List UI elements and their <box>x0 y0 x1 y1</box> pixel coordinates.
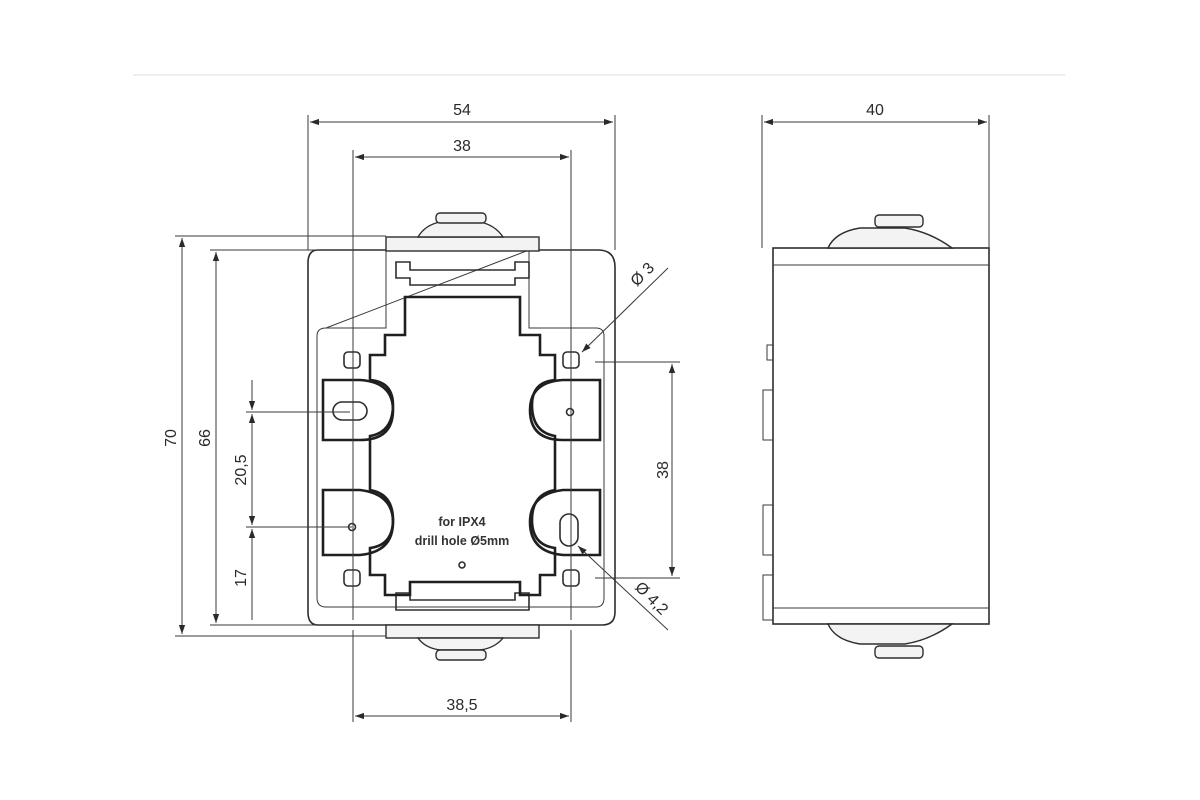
side-clips <box>762 344 773 621</box>
right-slot-hole <box>559 513 579 547</box>
side-bottom-gland <box>826 623 955 645</box>
side-top-gland <box>826 227 955 249</box>
bottom-entry-flange <box>385 624 540 639</box>
side-top-gland-nut <box>874 214 924 228</box>
front-housing-outer <box>307 249 616 626</box>
front-cavity-outline <box>368 295 557 597</box>
label-dia-3: Ø 3 <box>628 260 658 290</box>
bottom-gland-nut <box>435 649 487 661</box>
screw-post-bottom-left <box>343 569 361 587</box>
label-38-top: 38 <box>453 138 471 155</box>
note-ipx4: for IPX4 <box>438 515 485 529</box>
left-upper-boss <box>321 378 395 442</box>
left-slot-hole <box>332 401 368 421</box>
ipx4-drill-mark <box>458 561 466 569</box>
top-entry-slot <box>395 261 530 286</box>
leader-dia-4-2 <box>577 545 669 631</box>
side-view <box>762 214 990 659</box>
label-dia-4-2: Ø 4,2 <box>631 579 671 619</box>
side-housing <box>772 247 990 625</box>
dimension-lines <box>175 115 990 722</box>
dimension-labels: 54 38 40 38,5 70 66 20,5 17 38 Ø 3 Ø 4,2 <box>163 102 884 714</box>
right-upper-boss <box>528 378 602 442</box>
right-lower-boss <box>528 488 602 557</box>
label-70: 70 <box>163 429 180 447</box>
top-gland-nut <box>435 212 487 224</box>
label-38-5: 38,5 <box>446 697 477 714</box>
label-54: 54 <box>453 102 471 119</box>
note-drill-hole: drill hole Ø5mm <box>415 534 509 548</box>
label-66: 66 <box>197 429 214 447</box>
label-17: 17 <box>233 569 250 587</box>
label-20-5: 20,5 <box>233 454 250 485</box>
label-38-right: 38 <box>655 461 672 479</box>
front-housing-inner <box>316 249 605 608</box>
leader-dia-3 <box>581 267 669 353</box>
screw-post-top-left <box>343 351 361 369</box>
top-entry-flange <box>385 236 540 252</box>
right-upper-pin <box>565 407 575 417</box>
side-bottom-gland-nut <box>874 645 924 659</box>
label-40: 40 <box>866 102 884 119</box>
top-gland <box>416 221 505 238</box>
bottom-gland <box>416 637 505 651</box>
left-lower-boss <box>321 488 395 557</box>
front-view: for IPX4 drill hole Ø5mm <box>307 212 616 661</box>
